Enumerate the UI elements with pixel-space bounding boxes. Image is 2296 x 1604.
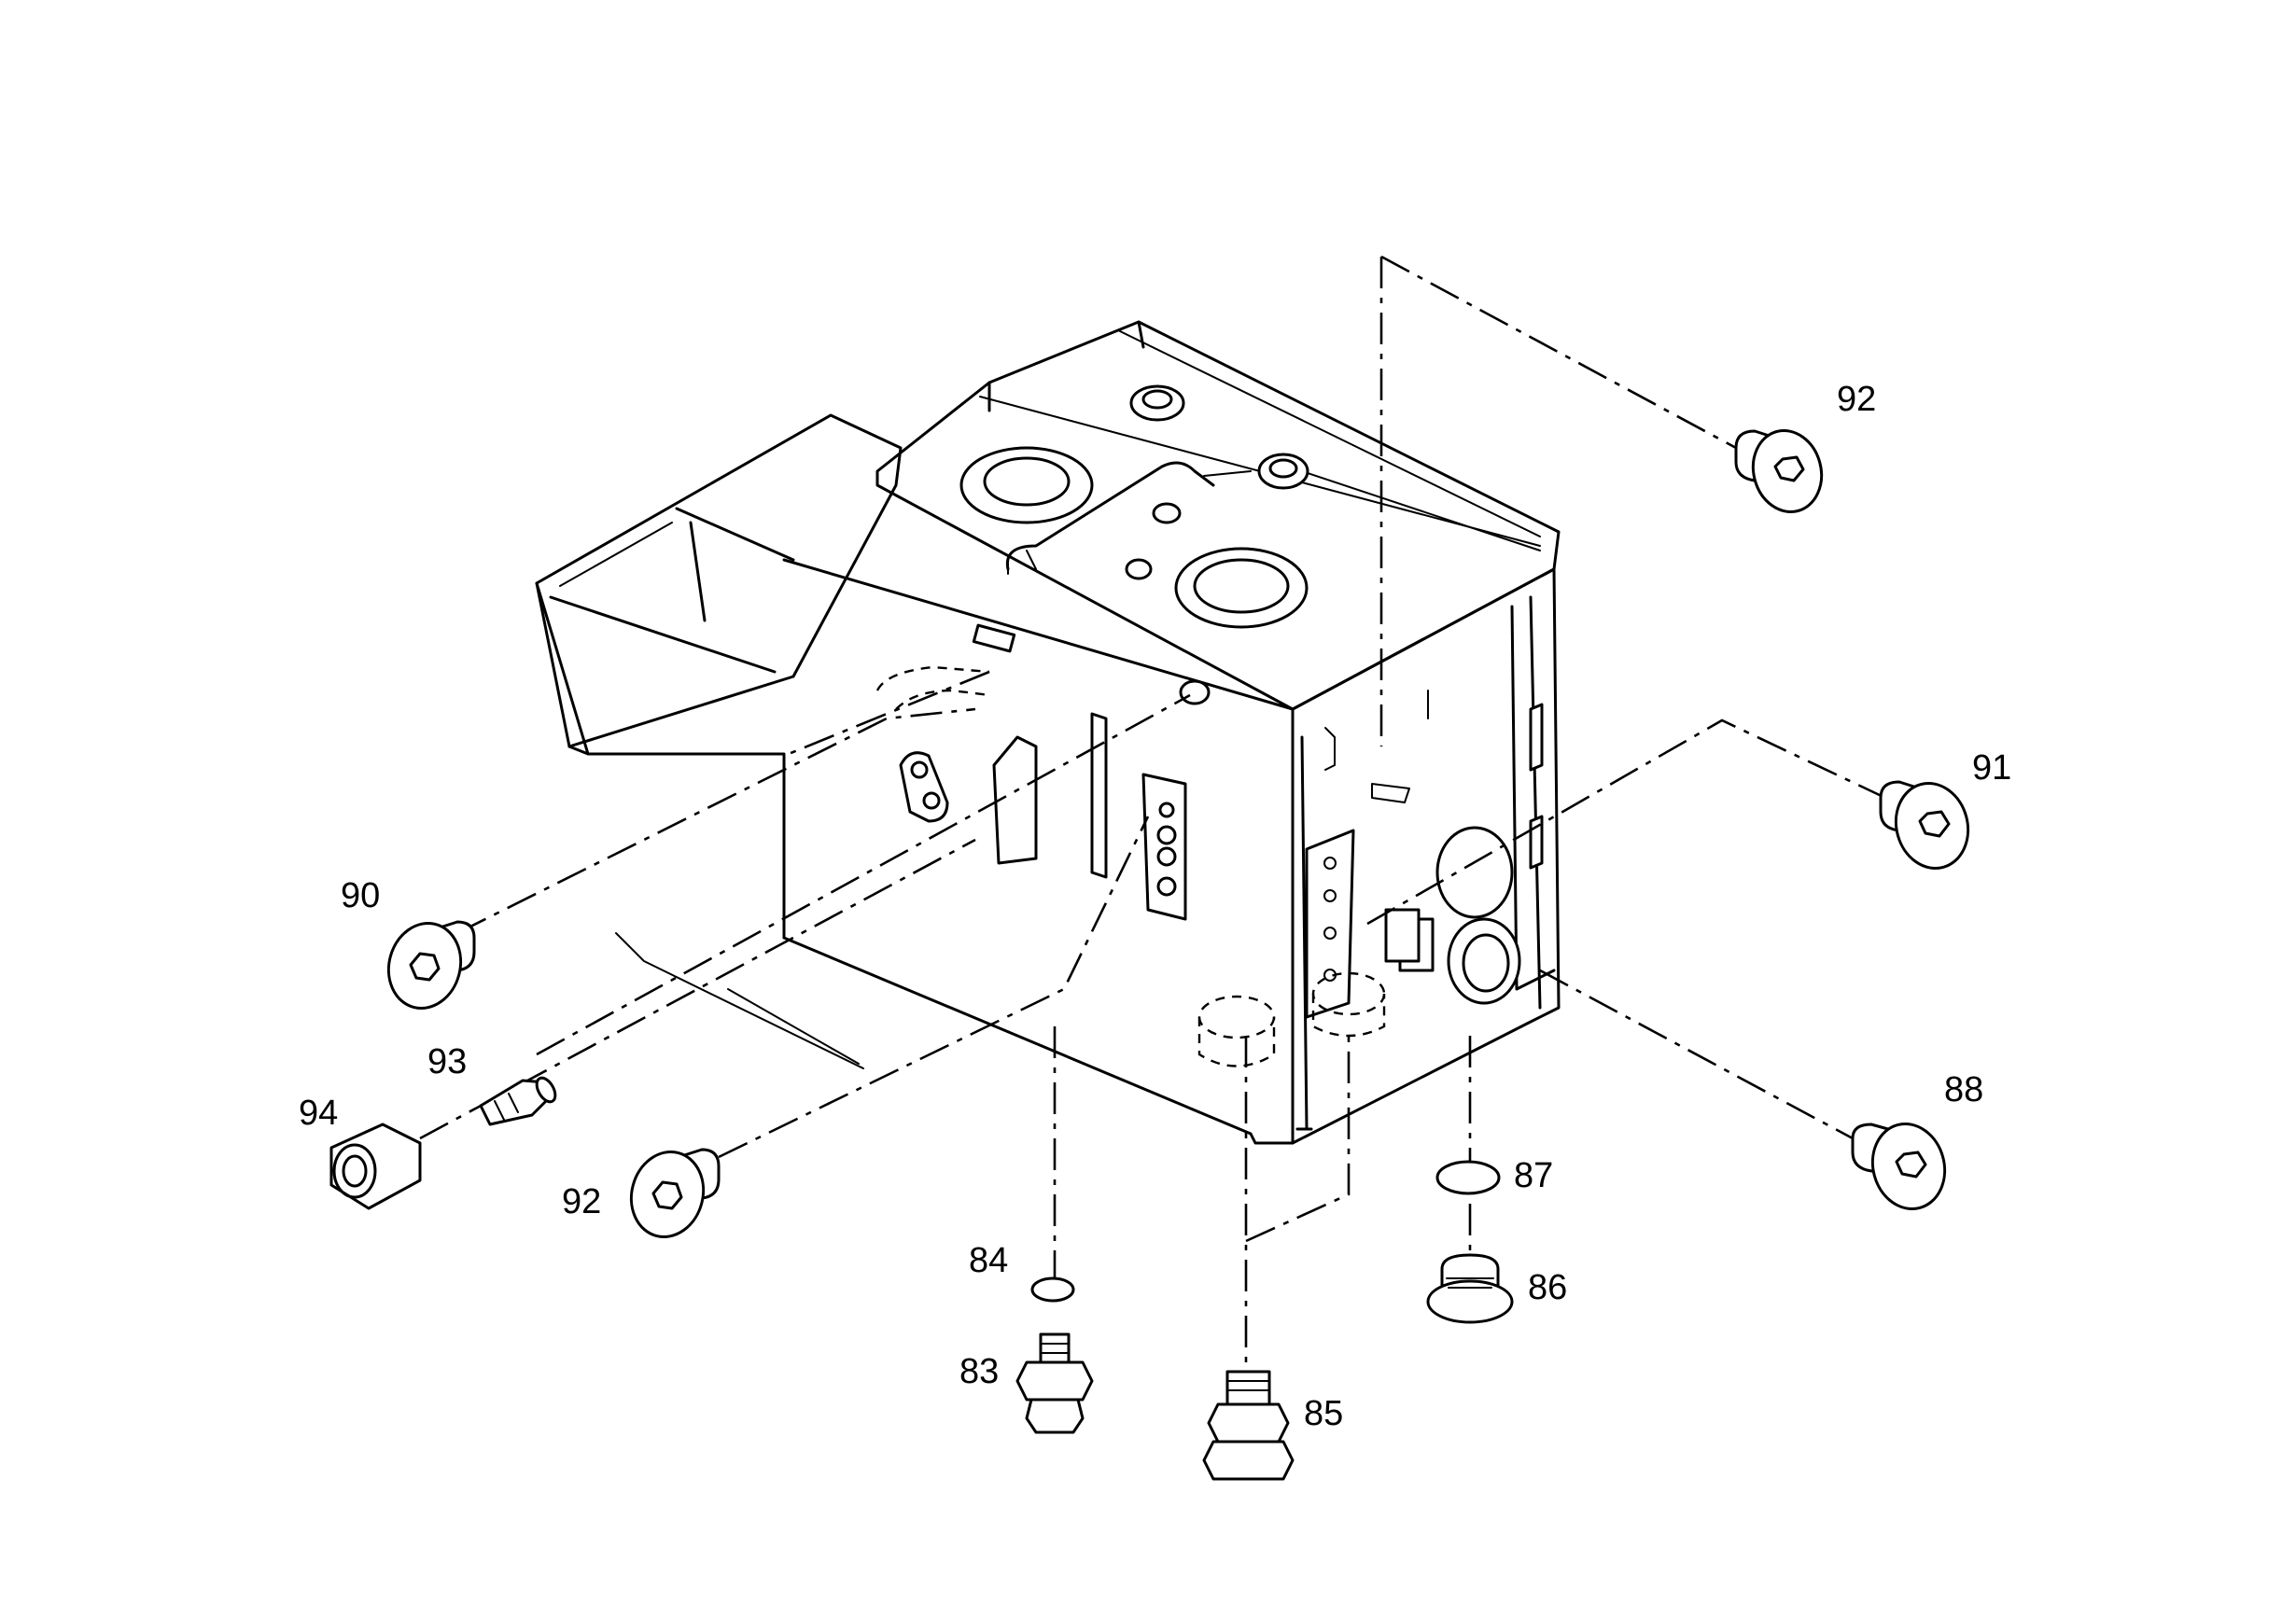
fitting-83 bbox=[1015, 1332, 1094, 1434]
callout-91: 91 bbox=[1972, 748, 2011, 788]
assembly-lines bbox=[419, 255, 1886, 1362]
oring-84 bbox=[1030, 1276, 1075, 1303]
callout-87: 87 bbox=[1514, 1156, 1553, 1195]
callout-94: 94 bbox=[299, 1094, 338, 1133]
callout-92-bottom: 92 bbox=[562, 1182, 601, 1221]
plug-91 bbox=[1879, 780, 1970, 871]
plug-92-top bbox=[1734, 428, 1824, 514]
callout-84: 84 bbox=[969, 1241, 1008, 1280]
valve-housing bbox=[535, 320, 1561, 1145]
callout-90: 90 bbox=[341, 876, 380, 915]
plug-86 bbox=[1426, 1253, 1514, 1324]
fitting-85 bbox=[1202, 1370, 1295, 1481]
callout-85: 85 bbox=[1304, 1394, 1343, 1433]
callout-86: 86 bbox=[1528, 1268, 1567, 1307]
callout-93: 93 bbox=[427, 1042, 467, 1081]
callout-83: 83 bbox=[959, 1352, 999, 1391]
callout-92-top: 92 bbox=[1837, 380, 1876, 419]
pin-93 bbox=[479, 1076, 557, 1126]
nut-94 bbox=[329, 1123, 422, 1210]
callout-labels: 92 91 90 93 94 92 88 87 86 84 83 85 bbox=[299, 380, 2011, 1433]
oring-87 bbox=[1435, 1160, 1501, 1195]
callout-88: 88 bbox=[1944, 1070, 1983, 1109]
plug-90 bbox=[386, 920, 476, 1011]
plug-92-bottom bbox=[629, 1148, 721, 1239]
plug-88 bbox=[1851, 1122, 1947, 1211]
